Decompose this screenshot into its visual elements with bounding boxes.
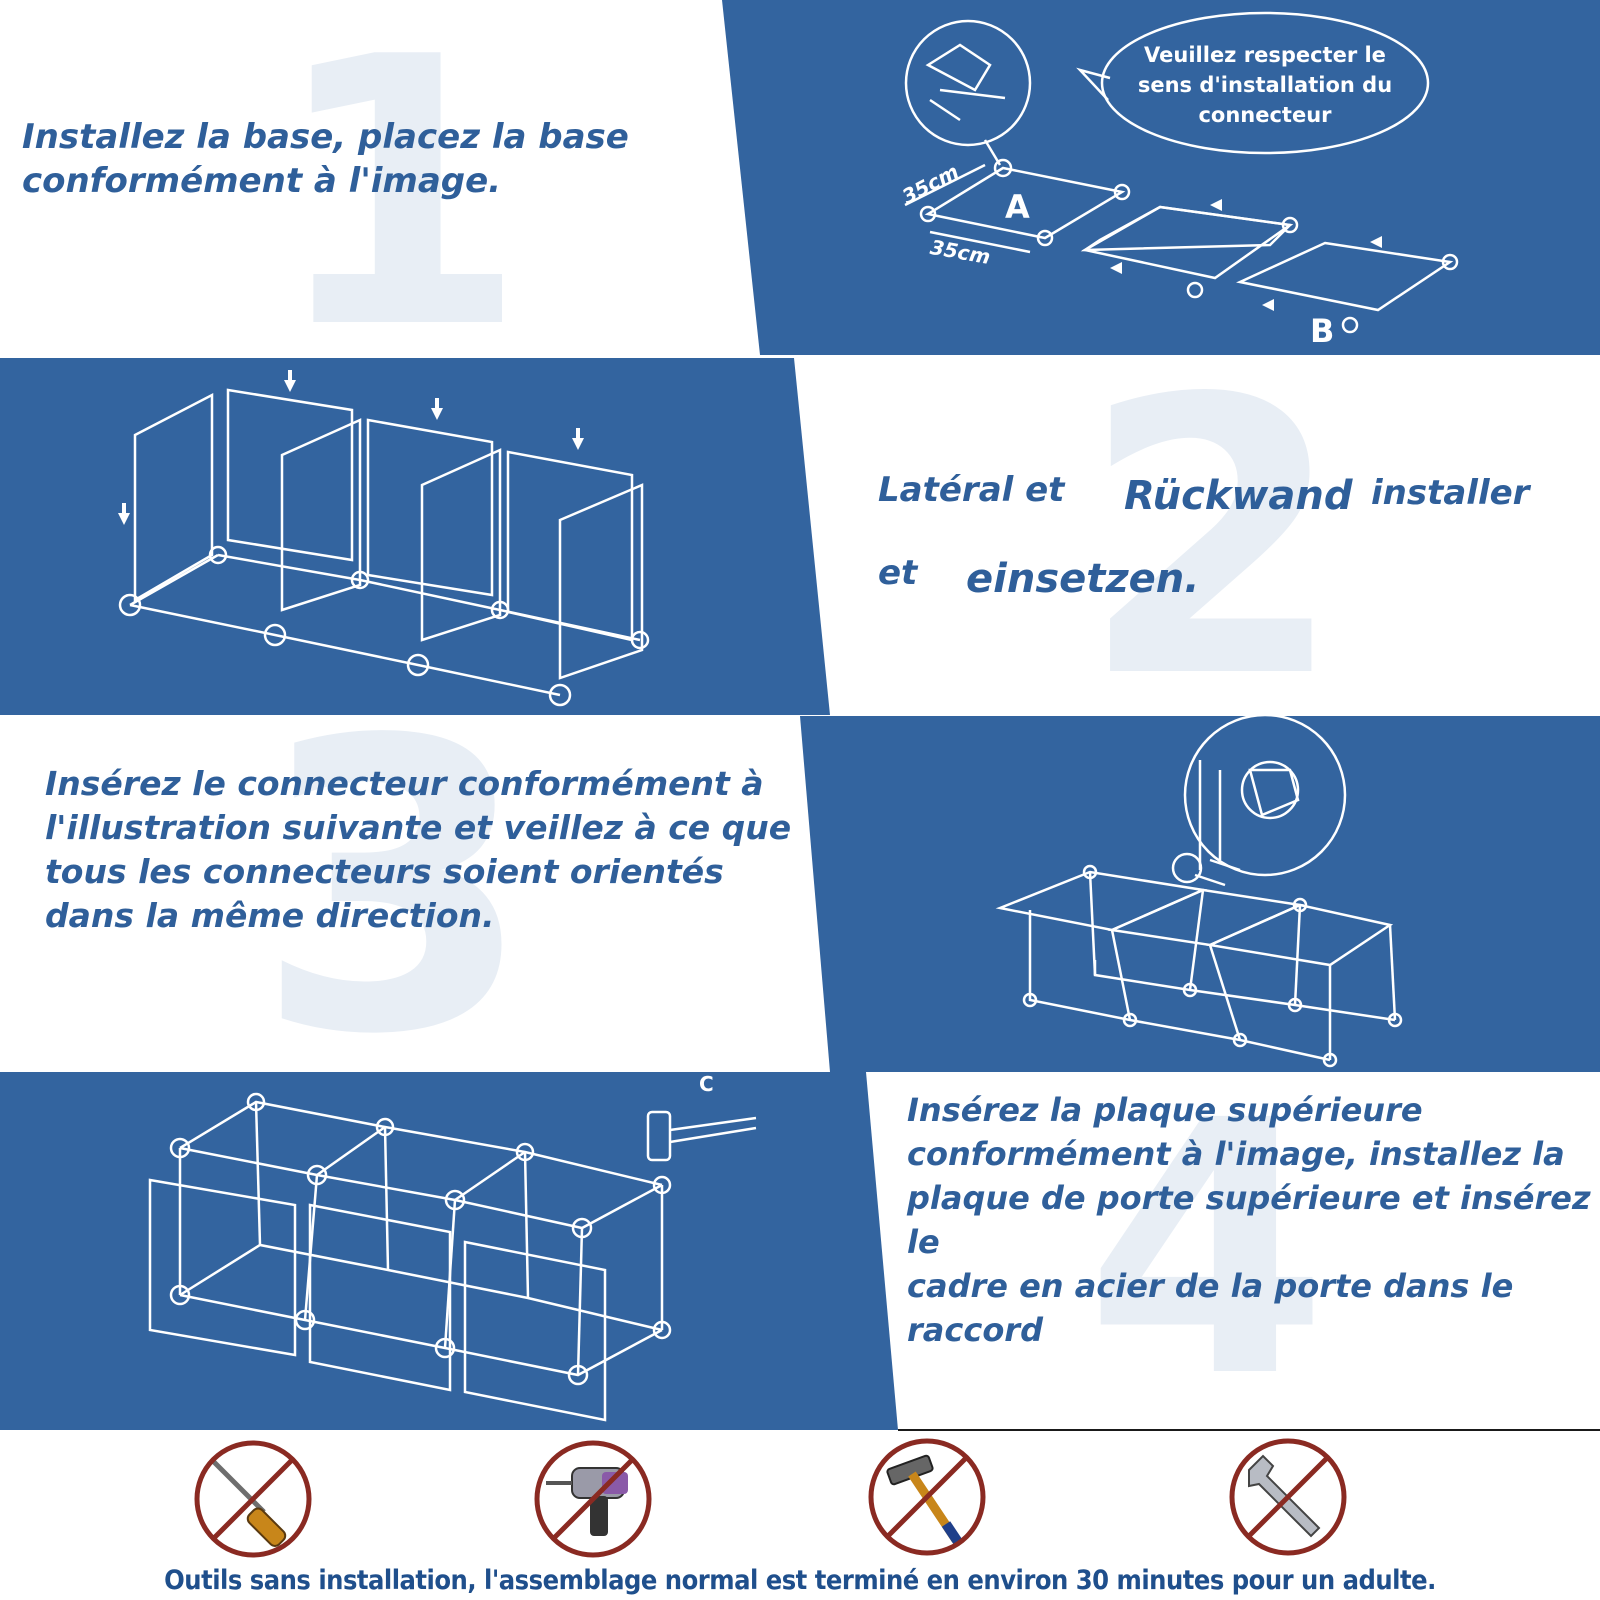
step2-word-lateral: Latéral et — [878, 470, 1065, 510]
step4-line: raccord — [907, 1311, 1043, 1349]
step4-number: 4 — [1085, 1046, 1329, 1454]
step3-line: l'illustration suivante et veillez à ce … — [45, 808, 792, 847]
mallet-label-c: C — [699, 1072, 714, 1096]
step4-line: cadre en acier de la porte dans le — [907, 1267, 1514, 1305]
no-wrench-icon — [1229, 1438, 1347, 1556]
step1-base-diagram — [904, 11, 1459, 334]
step3-connector-diagram — [995, 716, 1403, 1068]
band-step2-blue — [0, 358, 830, 715]
step1-instructions: Installez la base, placez la base confor… — [22, 115, 629, 203]
band-step3-blue — [800, 716, 1600, 1072]
step4-doors-diagram — [148, 1092, 757, 1422]
bubble-line: sens d'installation du — [1137, 73, 1393, 97]
connector-bubble-text: Veuillez respecter le sens d'installatio… — [1110, 40, 1420, 130]
step2-word-installer: installer — [1371, 473, 1530, 513]
bubble-line: Veuillez respecter le — [1144, 43, 1386, 67]
step1-line: Installez la base, placez la base — [22, 117, 629, 157]
step4-instructions: Insérez la plaque supérieure conformémen… — [907, 1088, 1600, 1352]
step3-instructions: Insérez le connecteur conformément à l'i… — [45, 762, 791, 938]
step1-number: 1 — [270, 0, 528, 410]
step3-number: 3 — [255, 657, 534, 1122]
step4-line: Insérez la plaque supérieure — [907, 1091, 1423, 1129]
step2-word-einsetzen: einsetzen. — [966, 556, 1200, 602]
no-hammer-icon — [868, 1438, 986, 1556]
bubble-line: connecteur — [1198, 103, 1332, 127]
no-drill-icon — [534, 1440, 652, 1558]
panel-label-b: B — [1310, 312, 1335, 350]
panel-label-a: A — [1005, 188, 1030, 226]
footer-note: Outils sans installation, l'assemblage n… — [164, 1565, 1436, 1596]
step2-word-et: et — [878, 553, 918, 593]
step1-line: conformément à l'image. — [22, 161, 502, 201]
step3-line: Insérez le connecteur conformément à — [45, 764, 764, 803]
step2-side-panels-diagram — [118, 370, 650, 707]
step3-line: tous les connecteurs soient orientés — [45, 852, 724, 891]
step2-word-ruckwand: Rückwand — [1124, 473, 1353, 519]
band-step1-blue — [722, 0, 1600, 355]
step4-line: conformément à l'image, installez la — [907, 1135, 1565, 1173]
step2-number: 2 — [1080, 318, 1345, 761]
step4-line: plaque de porte supérieure et insérez le — [907, 1179, 1591, 1261]
step3-line: dans la même direction. — [45, 896, 495, 935]
no-screwdriver-icon — [194, 1440, 312, 1558]
